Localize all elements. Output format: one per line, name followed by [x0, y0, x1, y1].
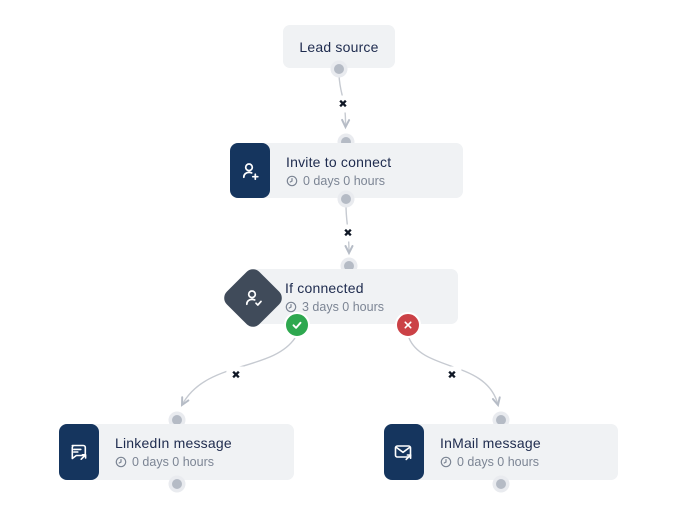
- clock-icon: [285, 301, 297, 312]
- node-lead-source[interactable]: Lead source: [283, 25, 395, 68]
- connection-handle[interactable]: [334, 64, 344, 74]
- node-title: LinkedIn message: [115, 435, 232, 451]
- delete-connector-button[interactable]: ✖: [338, 224, 358, 242]
- delay-text: 0 days 0 hours: [132, 455, 214, 469]
- cross-icon: [404, 321, 412, 329]
- person-plus-icon: [230, 143, 270, 198]
- delete-connector-button[interactable]: ✖: [442, 366, 462, 384]
- clock-icon: [115, 456, 127, 468]
- check-icon: [292, 321, 302, 329]
- clock-icon: [286, 175, 298, 186]
- branch-yes-badge: [284, 312, 310, 338]
- delay-text: 0 days 0 hours: [303, 173, 385, 188]
- envelope-arrow-icon: [384, 424, 424, 480]
- connection-handle[interactable]: [344, 261, 354, 271]
- connection-handle[interactable]: [172, 479, 182, 489]
- node-delay: 0 days 0 hours: [440, 455, 541, 469]
- person-check-icon: [220, 265, 286, 331]
- delay-text: 3 days 0 hours: [302, 299, 384, 314]
- branch-no-badge: [395, 312, 421, 338]
- node-delay: 3 days 0 hours: [285, 300, 384, 314]
- node-title: If connected: [285, 279, 364, 296]
- clock-icon: [440, 456, 452, 468]
- node-title: InMail message: [440, 435, 541, 451]
- node-linkedin-message[interactable]: LinkedIn message 0 days 0 hours: [59, 424, 294, 480]
- node-title: Lead source: [299, 38, 379, 55]
- delete-connector-button[interactable]: ✖: [226, 366, 246, 384]
- node-delay: 0 days 0 hours: [286, 174, 391, 188]
- connection-handle[interactable]: [496, 415, 506, 425]
- delay-text: 0 days 0 hours: [457, 455, 539, 469]
- node-title: Invite to connect: [286, 153, 392, 170]
- node-inmail-message[interactable]: InMail message 0 days 0 hours: [384, 424, 618, 480]
- connection-handle[interactable]: [341, 194, 351, 204]
- connection-handle[interactable]: [172, 415, 182, 425]
- connection-handle[interactable]: [341, 137, 351, 147]
- chat-arrow-icon: [59, 424, 99, 480]
- node-if-connected[interactable]: If connected 3 days 0 hours: [250, 269, 458, 324]
- connection-handle[interactable]: [496, 479, 506, 489]
- delete-connector-button[interactable]: ✖: [333, 95, 353, 113]
- node-delay: 0 days 0 hours: [115, 455, 232, 469]
- node-invite-to-connect[interactable]: Invite to connect 0 days 0 hours: [230, 143, 463, 198]
